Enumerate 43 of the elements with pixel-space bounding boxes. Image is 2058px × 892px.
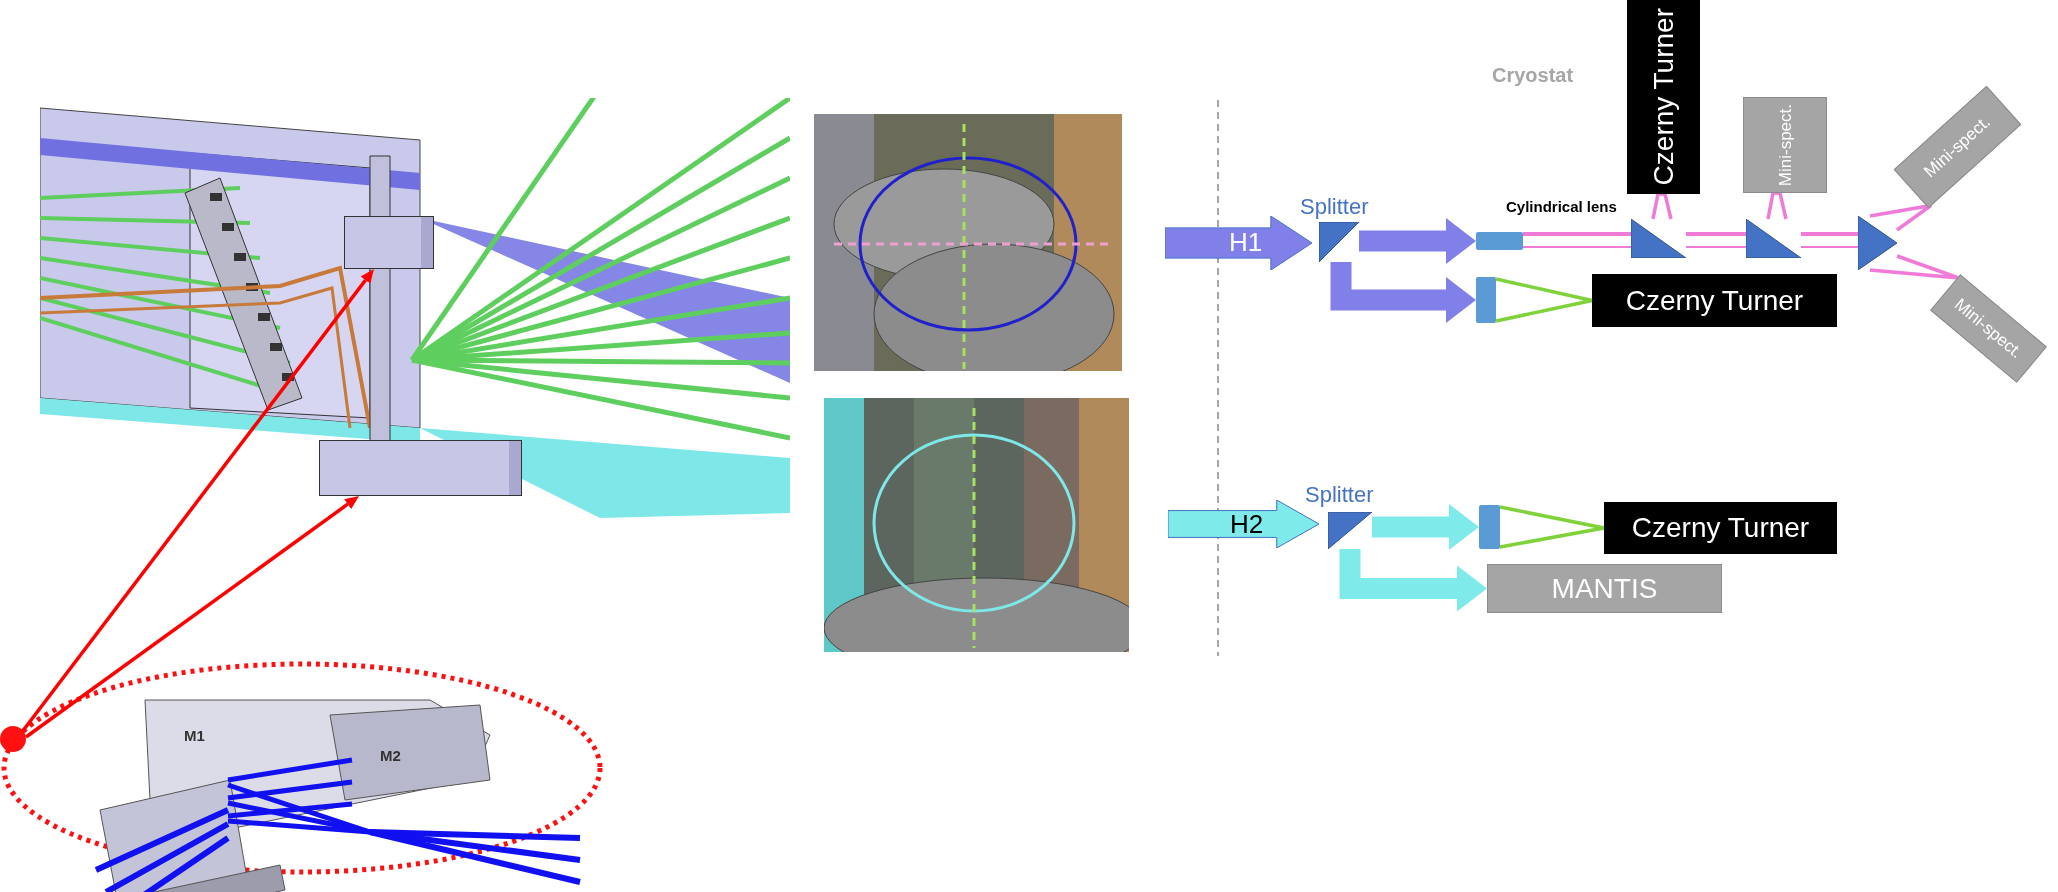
- prism: [1858, 216, 1897, 270]
- spectrometer-box: [1592, 274, 1837, 327]
- double-beam-line: [1801, 232, 1858, 248]
- box-label: MANTIS: [1551, 571, 1658, 606]
- block-arrow: [1359, 218, 1476, 264]
- box-label: Czerny Turner: [1631, 511, 1810, 545]
- block-arrow: [1330, 262, 1476, 323]
- prism: [1631, 219, 1686, 258]
- component-label: Splitter: [1300, 193, 1369, 221]
- pointer-arrow: [20, 268, 374, 734]
- camera-system-box: [1487, 564, 1722, 613]
- boundary-label: Cryostat: [1492, 63, 1574, 88]
- beam-line: [1495, 277, 1594, 323]
- box-label: Mini-spect.: [1776, 103, 1794, 187]
- detector-housing: [344, 216, 434, 269]
- mirror-label: M2: [380, 746, 401, 766]
- beam-line: [1766, 191, 1788, 220]
- block-arrow: [1339, 549, 1487, 612]
- box-label: Czerny Turner: [1625, 283, 1804, 318]
- beam-label: H1: [1229, 226, 1263, 258]
- spectrometer-box: [1627, 0, 1700, 194]
- spectrometer-box: [1604, 502, 1837, 554]
- component-label: Cylindrical lens: [1506, 197, 1617, 217]
- beam-line: [1869, 254, 1961, 280]
- detector-housing: [319, 440, 522, 496]
- spectrometer-box: [1743, 97, 1827, 193]
- double-beam-line: [1523, 232, 1631, 248]
- lens-block: [1476, 232, 1523, 250]
- beam-line: [1651, 192, 1673, 220]
- double-beam-line: [1686, 232, 1746, 248]
- beam-splitter: [1319, 222, 1359, 262]
- lens-block: [1476, 277, 1496, 323]
- beam-splitter: [1328, 512, 1372, 549]
- lens-block: [1479, 505, 1500, 549]
- mirror-label: M1: [184, 726, 205, 746]
- prism: [1746, 219, 1801, 258]
- beam-label: H2: [1230, 508, 1264, 540]
- component-label: Splitter: [1305, 481, 1374, 509]
- block-arrow: [1372, 504, 1479, 550]
- beam-line: [1499, 505, 1606, 549]
- pointer-arrow: [24, 496, 360, 739]
- beam-line: [1869, 203, 1933, 232]
- box-label: Czerny Turner: [1649, 8, 1678, 186]
